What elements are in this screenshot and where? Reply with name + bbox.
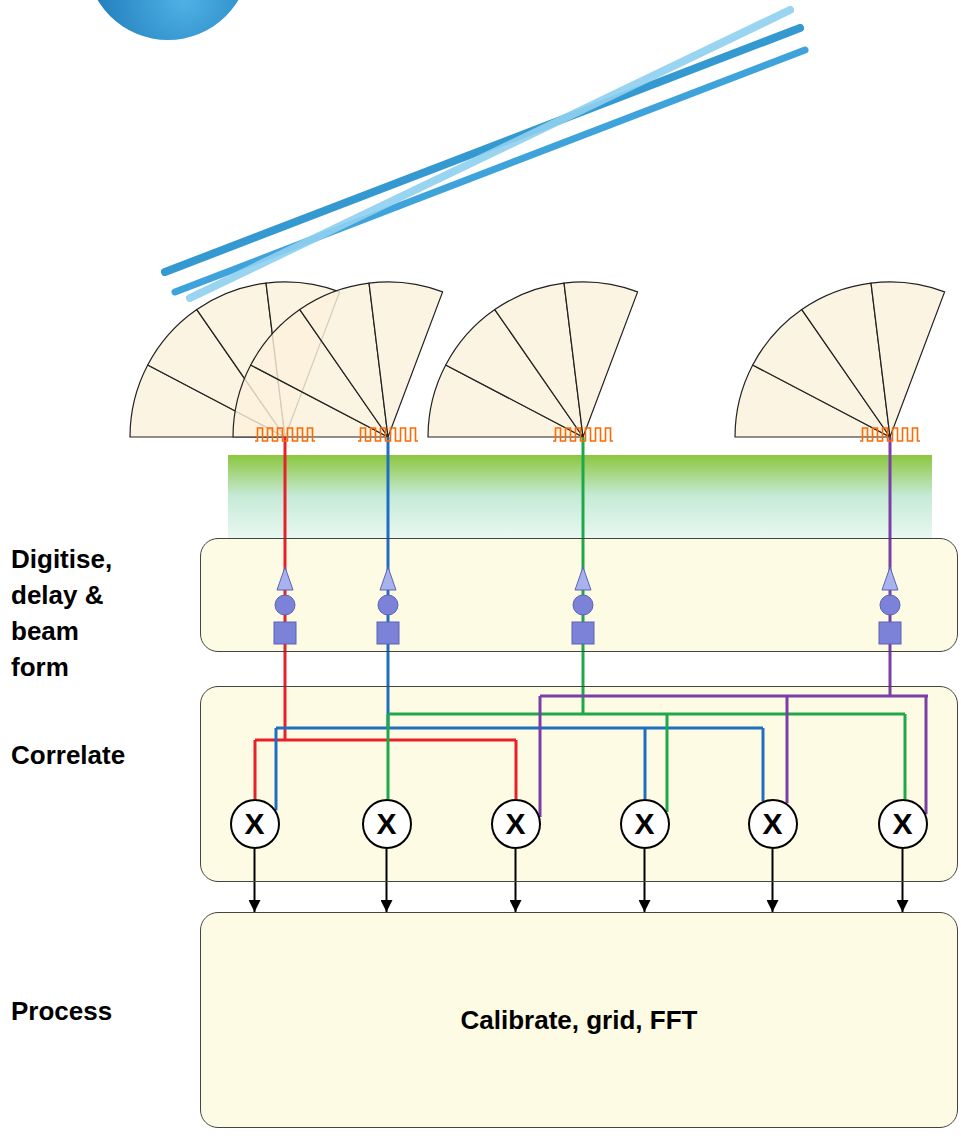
amplifier-symbol [380,567,396,590]
correlator-label: X [505,809,525,839]
mixer-symbol [275,595,295,615]
signal-wire [582,652,585,714]
stage-panel: Digitise, delay & beam form [200,538,958,652]
mixer-symbol [573,595,593,615]
output-arrow [386,849,388,913]
digitiser-symbol [879,622,901,644]
output-arrow [515,849,517,913]
correlator-label: X [244,809,264,839]
station-fan [233,282,443,437]
amplifier-symbol [277,567,293,590]
beam-wedge [871,282,945,437]
signal-wire [786,696,789,803]
signal-wire [582,437,585,652]
digitiser-chain [274,567,296,644]
panel-body-text: Calibrate, grid, FFT [201,1003,957,1037]
correlator-circle: X [491,799,541,849]
panel-fill [201,539,958,652]
signal-wire [762,728,765,801]
correlator-label: X [634,809,654,839]
sky-source [86,0,250,40]
signal-wire [889,652,892,696]
digitiser-symbol [274,622,296,644]
stage-heading: Process [11,993,141,1029]
mixer-symbol [880,595,900,615]
digitiser-chain [572,567,594,644]
signal-wire [275,728,278,810]
correlator-label: X [376,809,396,839]
output-arrow [902,849,904,913]
station-beam [165,28,800,272]
signal-wire [284,437,287,652]
digitiser-chain [377,567,399,644]
correlator-circle: X [748,799,798,849]
signal-wire [539,696,542,817]
station-beam [190,10,790,298]
signal-wire [387,714,390,799]
correlator-label: X [892,809,912,839]
antenna-array [255,428,315,441]
signal-wire [540,695,928,698]
correlator-circle: X [878,799,928,849]
correlator-label: X [762,809,782,839]
signal-wire [388,713,905,716]
output-arrow [254,849,256,913]
signal-wire [515,740,518,799]
output-arrow [644,849,646,913]
digitiser-symbol [572,622,594,644]
correlator-circle: X [620,799,670,849]
antenna-array [358,428,418,441]
beam-wedge [564,282,638,437]
stage-panel: CorrelateXXXXXX [200,686,958,882]
signal-wire [276,727,763,730]
correlator-circle: X [362,799,412,849]
output-arrow [772,849,774,913]
signal-wire [644,728,647,799]
station-fan [735,282,945,437]
signal-wire [889,437,892,652]
antenna-array [860,428,920,441]
signal-wire [925,696,928,814]
panel-fill [201,913,958,1128]
amplifier-symbol [575,567,591,590]
stage-heading: Digitise, delay & beam form [11,541,141,685]
ground-band [228,455,932,545]
stage-heading: Correlate [11,737,141,773]
antenna-array [553,428,613,441]
signal-wire [904,714,907,799]
correlator-circle: X [230,799,280,849]
signal-wire [387,437,390,652]
panel-fill [201,687,958,882]
signal-wire [255,739,516,742]
signal-wire [666,714,669,812]
amplifier-symbol [882,567,898,590]
station-fan [428,282,638,437]
digitiser-chain [879,567,901,644]
signal-wire [254,740,257,799]
stage-panel: ProcessCalibrate, grid, FFT [200,912,958,1128]
digitiser-symbol [377,622,399,644]
mixer-symbol [378,595,398,615]
